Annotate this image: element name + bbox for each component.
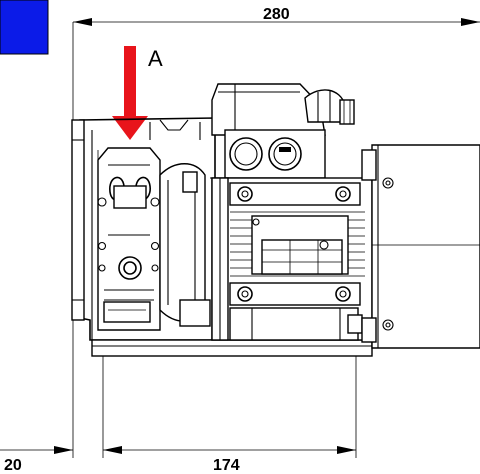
fan-cover [361, 144, 480, 349]
dimension-left-offset-label: 20 [4, 457, 22, 474]
corner-marker [0, 0, 49, 55]
dimension-base-width-label: 174 [213, 457, 240, 474]
motor-body [211, 177, 373, 341]
dimension-overall-width-label: 280 [263, 6, 290, 23]
dimension-base-width: 174 [102, 355, 357, 474]
pump-body [71, 117, 216, 341]
view-arrow-label: A [148, 46, 163, 71]
view-arrow-a: A [112, 46, 163, 140]
terminal-box [210, 83, 370, 179]
dimension-left-offset: 20 [0, 446, 73, 474]
base-plate [91, 339, 373, 357]
